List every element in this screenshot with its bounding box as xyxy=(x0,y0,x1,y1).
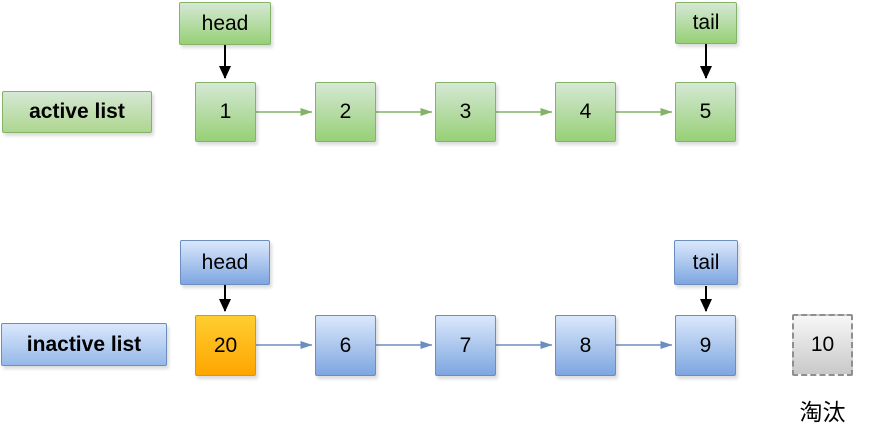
evicted-node-10: 10 xyxy=(792,314,853,376)
active-node-3: 3 xyxy=(435,82,496,142)
inactive-node-8: 8 xyxy=(555,315,616,376)
evicted-caption: 淘汰 xyxy=(799,399,846,425)
inactive-node-7: 7 xyxy=(435,315,496,376)
active-tail-tag: tail xyxy=(675,2,737,44)
inactive-tail-tag: tail xyxy=(674,240,738,285)
active-node-4: 4 xyxy=(555,82,616,142)
inactive-node-20-highlighted: 20 xyxy=(195,315,256,376)
active-node-1: 1 xyxy=(195,82,256,142)
active-head-tag: head xyxy=(179,2,271,45)
inactive-list-label: inactive list xyxy=(1,323,167,366)
inactive-node-6: 6 xyxy=(315,315,376,376)
active-node-5: 5 xyxy=(675,82,736,142)
active-node-2: 2 xyxy=(315,82,376,142)
inactive-node-9: 9 xyxy=(675,315,736,376)
inactive-head-tag: head xyxy=(180,240,270,285)
active-list-label: active list xyxy=(2,91,152,133)
